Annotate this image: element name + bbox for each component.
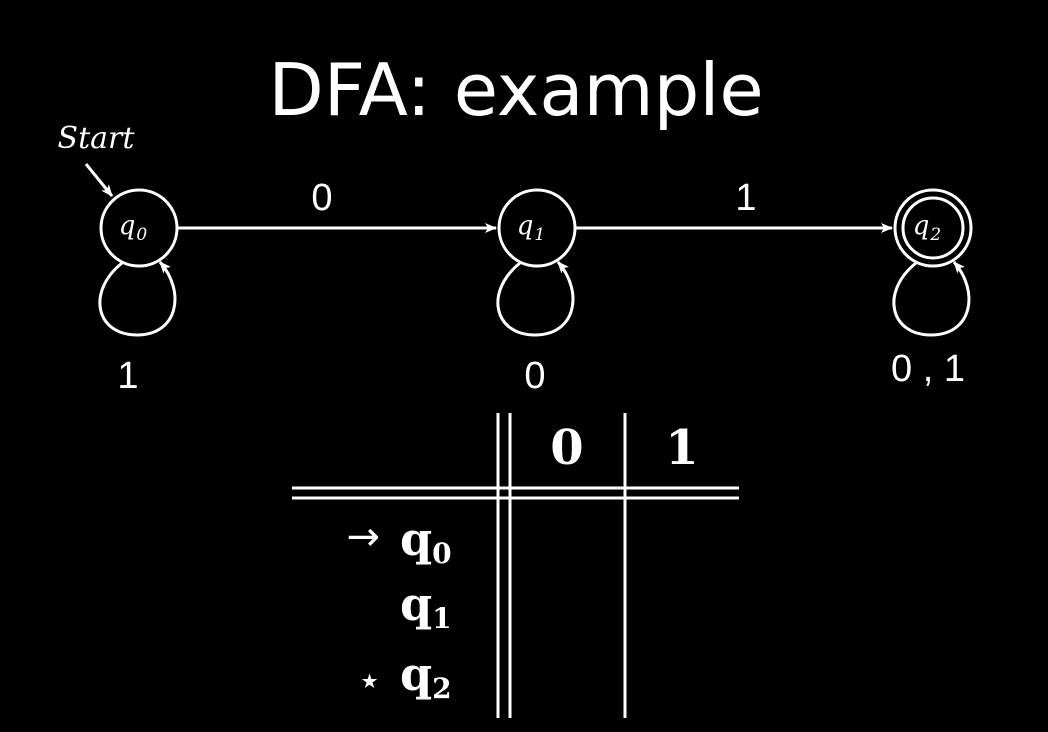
state-q0: q0: [99, 188, 179, 268]
svg-text:q1: q1: [517, 211, 545, 245]
state-q2-accepting: q2: [893, 188, 973, 268]
transition-table: 0 1 → q0 q1 ⋆ q2: [292, 413, 739, 718]
slide-title: DFA: example: [268, 48, 763, 132]
row-state-q1: q1: [400, 577, 452, 635]
state-q1: q1: [497, 188, 577, 268]
table-row: ⋆ q2: [357, 647, 452, 705]
start-label: Start: [58, 121, 136, 156]
svg-text:q0: q0: [119, 211, 148, 245]
svg-text:0: 0: [524, 355, 545, 397]
table-row: q1: [400, 577, 452, 635]
svg-text:0: 0: [311, 177, 332, 219]
start-arrow: [84, 163, 114, 197]
self-loop-q0: 1: [98, 261, 177, 397]
table-header-0: 0: [550, 420, 583, 476]
svg-text:q2: q2: [913, 211, 941, 245]
transition-q0-q1: 0: [178, 177, 497, 233]
svg-text:0 , 1: 0 , 1: [891, 348, 965, 390]
accept-marker: ⋆: [357, 658, 382, 704]
table-header-1: 1: [665, 420, 698, 476]
svg-text:1: 1: [735, 177, 756, 219]
table-row: → q0: [346, 512, 451, 570]
start-marker: →: [346, 514, 380, 560]
svg-text:1: 1: [117, 355, 138, 397]
self-loop-q1: 0: [496, 261, 575, 397]
row-state-q2: q2: [400, 647, 452, 705]
row-state-q0: q0: [400, 512, 452, 570]
self-loop-q2: 0 , 1: [891, 261, 971, 390]
transition-q1-q2: 1: [576, 177, 893, 233]
